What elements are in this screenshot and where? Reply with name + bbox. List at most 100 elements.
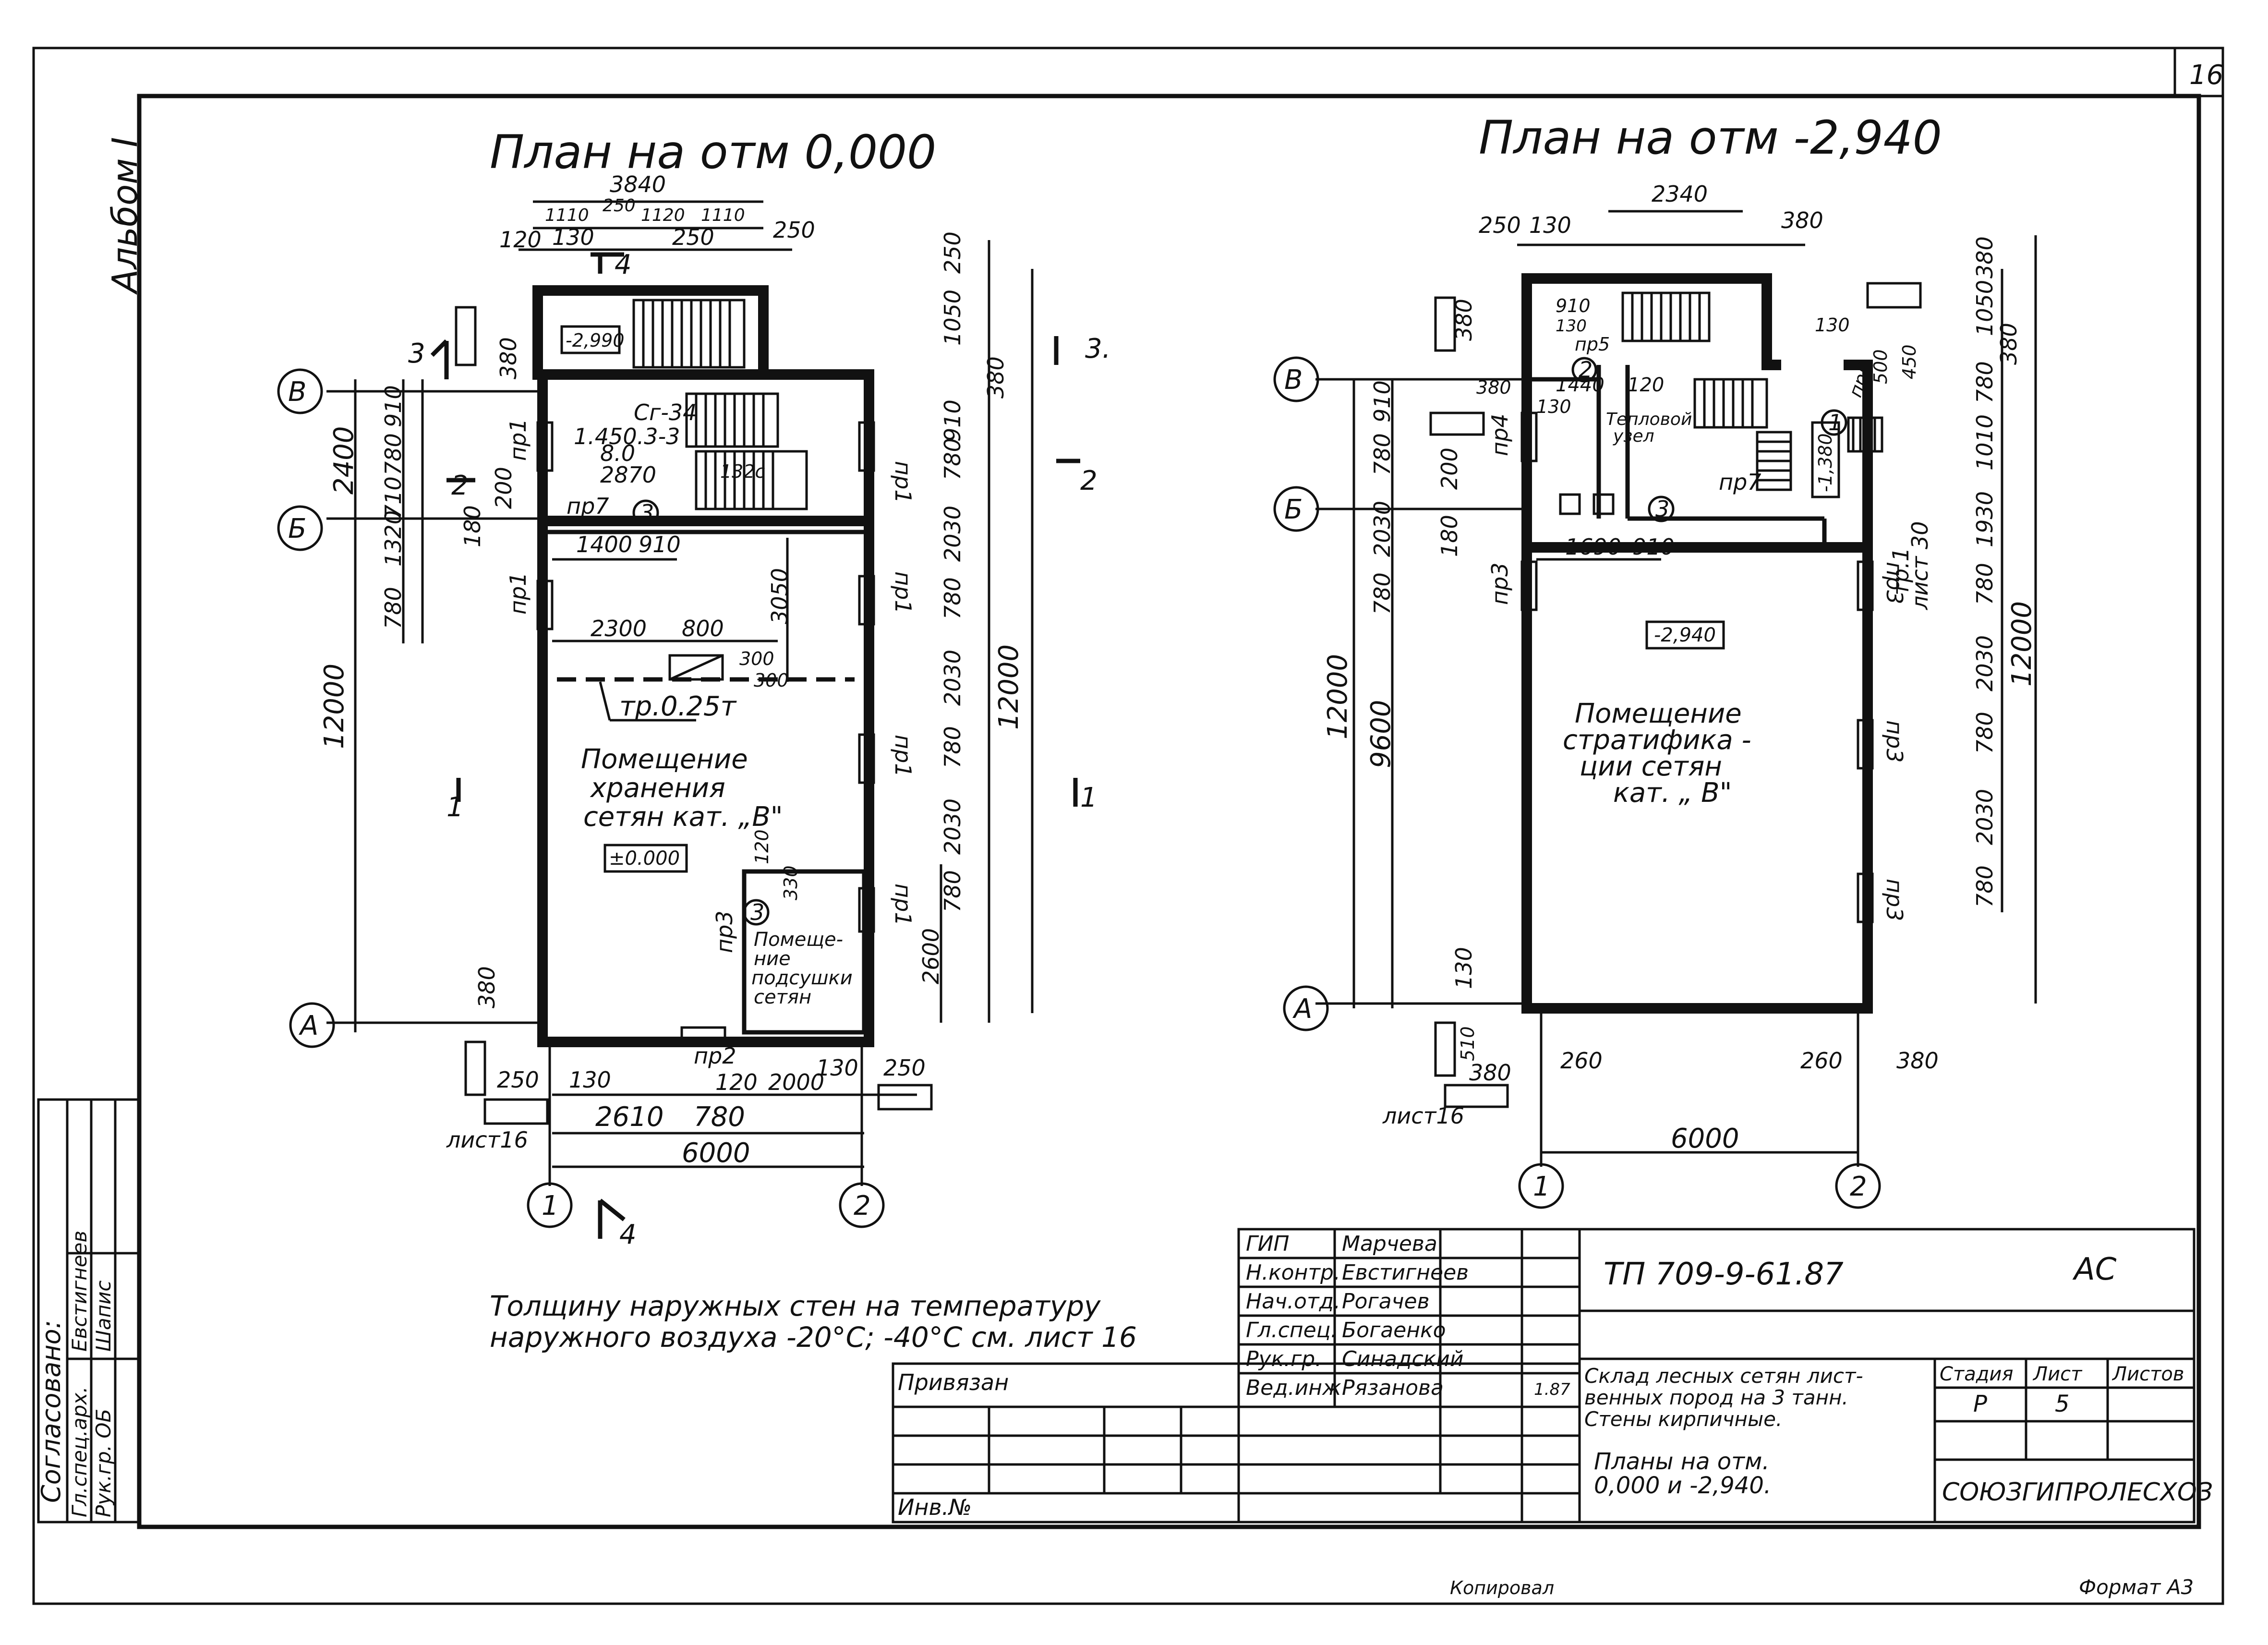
- plan2-rdim-12000: 12000: [2006, 601, 2038, 687]
- plan2-stairs: [1621, 291, 1883, 491]
- plan2-beam-1: тр.1: [1888, 547, 1914, 595]
- plan1-dim-120c: 120: [751, 829, 772, 864]
- plan1-level-box: [603, 844, 688, 873]
- stamp-role-0: ГИП: [1246, 1232, 1290, 1256]
- plan1-pr1-c: пр1: [505, 572, 531, 615]
- plan1-dim-250b: 250: [672, 224, 714, 250]
- plan2-dim-380e: 380: [1896, 1048, 1939, 1074]
- plan2-dim-910c: 910: [1632, 534, 1675, 560]
- plan1-pr1-e: пр1: [890, 735, 916, 777]
- plan1-section-3: 3: [408, 338, 425, 369]
- plan1-windows: [536, 421, 875, 1043]
- plan1-dim-2300: 2300: [591, 616, 647, 641]
- plan2-dim-130d: 130: [1451, 947, 1477, 989]
- plan2-dim-200: 200: [1436, 448, 1462, 490]
- stamp-role-5: Вед.инж.: [1246, 1376, 1348, 1400]
- plan1-list16: лист16: [446, 1127, 528, 1153]
- plan1-dim-250a: 250: [603, 196, 636, 216]
- plan1-dim-2610: 2610: [595, 1101, 664, 1133]
- plan2-rdim-780b: 780: [1972, 563, 1998, 605]
- stamp-org: СОЮЗГИПРОЛЕСХОЗ: [1942, 1478, 2213, 1507]
- plan1-dim-800: 800: [682, 616, 724, 641]
- plan2-dim-1690: 1690: [1565, 534, 1621, 560]
- plan1-dim-120: 120: [499, 227, 542, 253]
- stamp-stage-label: Стадия: [1940, 1363, 2013, 1385]
- plan1-axis-lines: [326, 390, 863, 1186]
- plan2-axis-1-label: 1: [1533, 1171, 1550, 1202]
- plan1-axis-1: [527, 1182, 573, 1228]
- plan1-dim-300a: 300: [739, 648, 774, 669]
- plan1-dim-1110a: 1110: [545, 206, 589, 225]
- plan1-dim-120b: 120: [715, 1069, 758, 1095]
- plan1-room-small-3: подсушки: [751, 967, 853, 989]
- plan2-marker-2-text: 2: [1579, 357, 1592, 383]
- plan2-axis-a: [1283, 985, 1329, 1031]
- plan2-pr5-a: пр5: [1575, 334, 1610, 355]
- stamp-stage: Р: [1973, 1391, 1987, 1417]
- plan1-dim-250d: 250: [497, 1067, 539, 1093]
- plan1-dim-780b: 780: [380, 587, 406, 629]
- plan1-section-2: 2: [451, 470, 469, 501]
- plan1-section-1: 1: [446, 792, 464, 823]
- plan1-dim-130: 130: [552, 224, 594, 250]
- stamp-object-2: венных пород на 3 танн.: [1584, 1386, 1848, 1409]
- stamp-inv: Инв.№: [898, 1494, 972, 1520]
- plan1-dim-300b: 300: [754, 670, 789, 691]
- plan1-rdim-910: 910: [940, 399, 965, 442]
- plan1-pit-level: [560, 325, 621, 354]
- plan1-marker-3b-text: 3: [750, 899, 764, 925]
- plan1-pr1-d: пр1: [890, 571, 916, 614]
- stamp-sheets-label: Листов: [2111, 1363, 2184, 1385]
- plan2-rdim-1010: 1010: [1972, 414, 1998, 471]
- plan2-upper-walls: [1521, 273, 1781, 547]
- plan2-room-2: стратифика -: [1563, 725, 1751, 756]
- plan2-teplo-2: узел: [1613, 426, 1654, 446]
- plan1-rdim-780d: 780: [940, 870, 965, 912]
- plan1-rdim-12000: 12000: [993, 644, 1025, 730]
- plan2-dim-180: 180: [1436, 515, 1462, 557]
- plan2-rdim-1930: 1930: [1972, 491, 1998, 547]
- plan1-marker-3b: [743, 899, 770, 926]
- plan1-dim-330: 330: [780, 865, 801, 900]
- plan1-pr1-a: пр1: [505, 418, 531, 461]
- plan2-dim-380d: 380: [1469, 1060, 1511, 1086]
- plan1-section-4-bottom: 4: [619, 1219, 637, 1250]
- plan1-dim-1110b: 1110: [701, 206, 745, 225]
- stamp-name-0: Марчева: [1342, 1232, 1437, 1256]
- plan2-dim-120: 120: [1628, 374, 1664, 396]
- plan1-drying-room: [742, 869, 867, 1035]
- plan1-stair-note-3: 8.0: [600, 440, 635, 466]
- plan2-pr7: пр7: [1719, 469, 1761, 495]
- plan2-dim-2340: 2340: [1652, 181, 1708, 207]
- plan1-dim-250c: 250: [773, 217, 815, 243]
- plan2-axis-2-label: 2: [1850, 1171, 1867, 1202]
- plan2-rdim-2030b: 2030: [1972, 789, 1998, 845]
- plan1-room-small-1: Помеще-: [754, 929, 843, 951]
- plan2-axis-1: [1518, 1163, 1564, 1209]
- plan2-rdim-380b: 380: [1996, 323, 2022, 365]
- plan2-rdim-380a: 380: [1972, 236, 1998, 278]
- stamp-role-1: Н.контр.: [1246, 1260, 1340, 1285]
- stamp-mark: АС: [2072, 1252, 2117, 1287]
- plan2-axis-v: [1273, 356, 1319, 402]
- plan1-dim-2870: 2870: [600, 462, 656, 488]
- plan1-rdim-780c: 780: [940, 726, 965, 768]
- plan1-stair-note-4: 132с: [720, 461, 765, 482]
- plan1-dim-1400: 1400: [576, 532, 632, 557]
- plan1-beam: тр.0.25т: [619, 691, 737, 722]
- plan2-dim-1440: 1440: [1556, 374, 1604, 396]
- plan1-section-marks: [430, 252, 1080, 1239]
- stamp-sheet: 5: [2055, 1391, 2070, 1417]
- plan2-dim-12000: 12000: [1322, 654, 1353, 739]
- plan1-pr1-b: пр1: [890, 461, 916, 504]
- plan1-dim-1120: 1120: [641, 206, 685, 225]
- stamp-sheet-title-2: 0,000 и -2,940.: [1594, 1472, 1771, 1499]
- plan1-pr3: пр3: [712, 910, 737, 953]
- plan2-dim-2030: 2030: [1369, 501, 1395, 557]
- plan2-marker-1-text: 1: [1828, 410, 1842, 435]
- plan2-marker-2: [1571, 357, 1597, 383]
- plan1-dim-200: 200: [491, 467, 517, 509]
- plan1-dim-2600: 2600: [918, 928, 944, 984]
- plan1-stair-note-1: Сг-34: [634, 399, 697, 425]
- plan2-rdim-780a: 780: [1972, 361, 1998, 403]
